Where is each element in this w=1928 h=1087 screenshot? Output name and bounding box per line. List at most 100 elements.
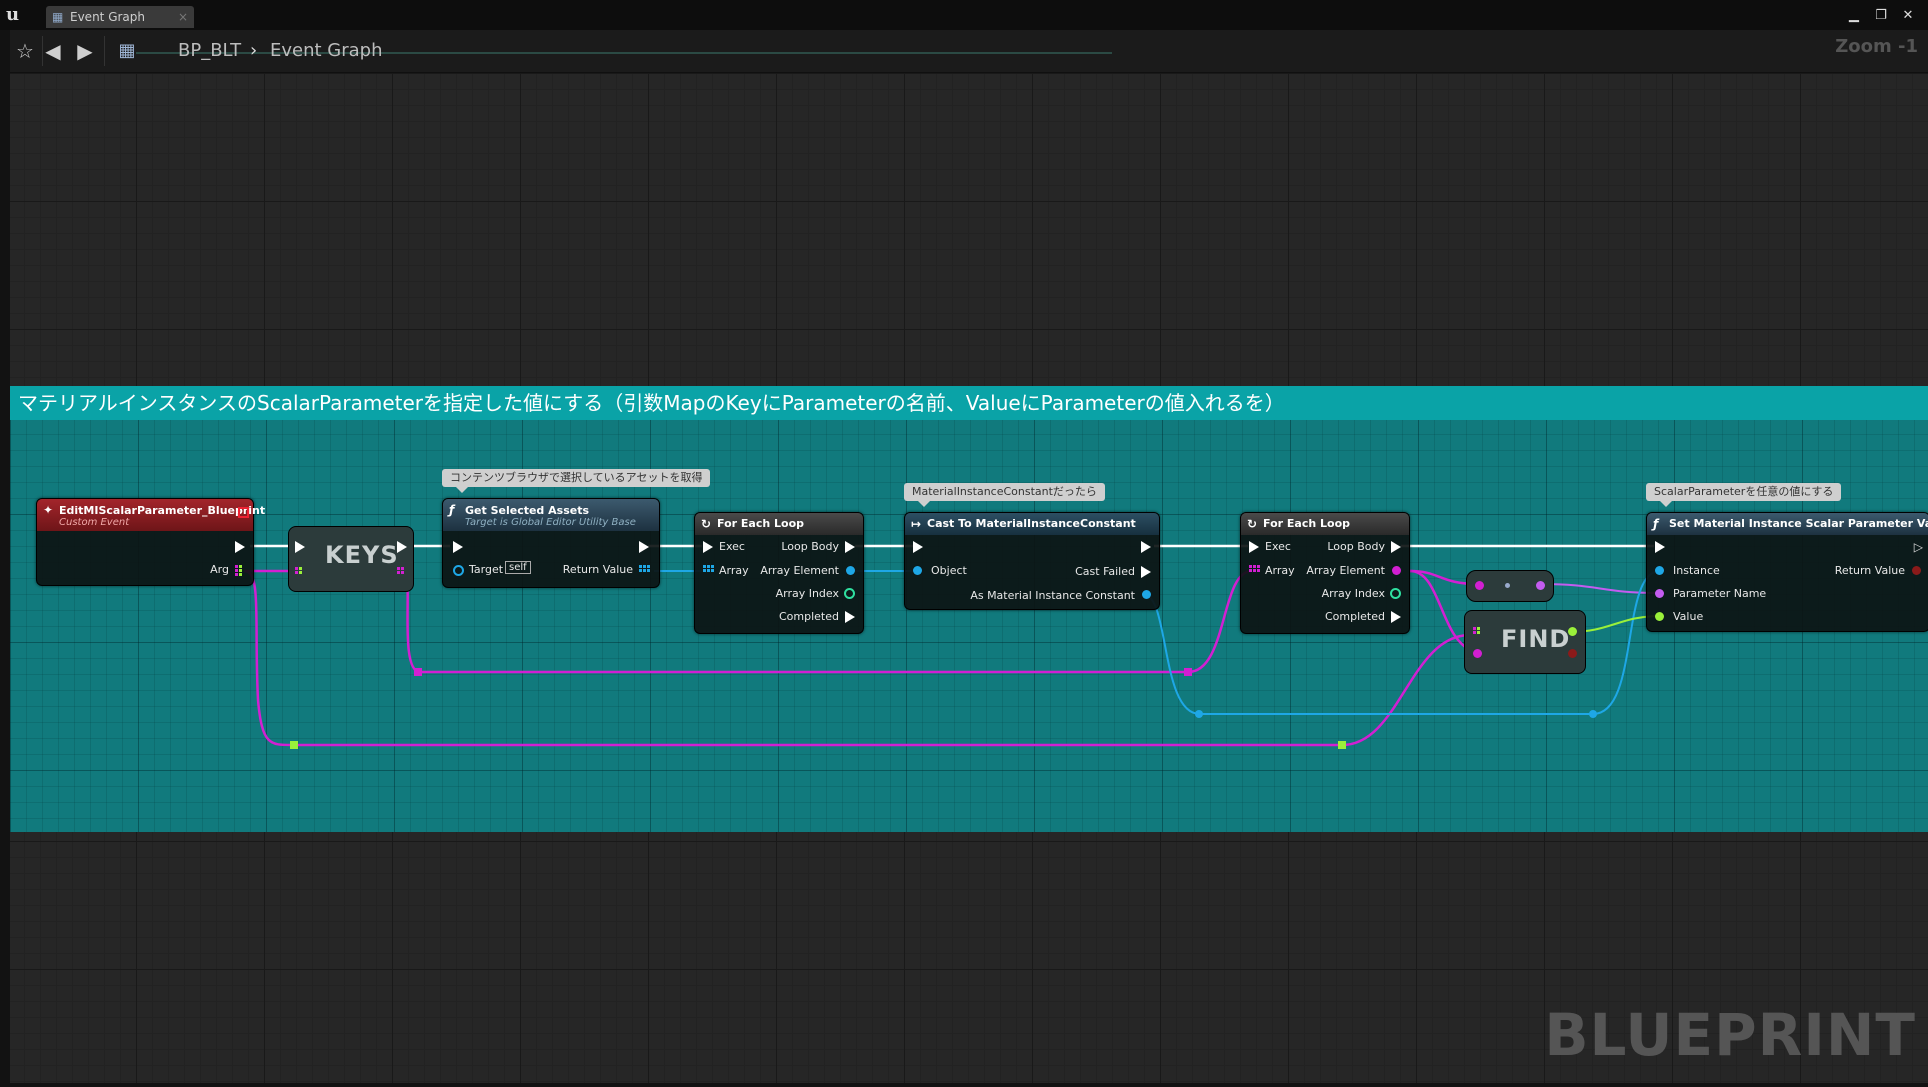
node-comment-bubble[interactable]: MaterialInstanceConstantだったら [904,483,1105,507]
bool-output-pin[interactable] [1568,649,1577,658]
forward-arrow-icon[interactable]: ▶ [77,39,93,63]
reroute-node[interactable] [1338,741,1346,749]
set-scalar-parameter-node[interactable]: ƒ Set Material Instance Scalar Parameter… [1646,512,1928,632]
function-icon: ƒ [449,503,455,517]
loop-icon: ↻ [701,517,712,531]
exec-in-pin[interactable] [1249,541,1259,553]
breadcrumb-separator-icon: › [250,40,258,61]
cast-failed-exec-pin[interactable] [1141,566,1151,578]
event-icon: ✦ [43,503,54,517]
return-value-pin[interactable] [1912,566,1921,575]
title-bar: u ▦ Event Graph × ▁ ❐ ✕ [0,0,1928,30]
map-pin-icon[interactable] [1473,627,1483,637]
parameter-name-pin[interactable] [1655,589,1664,598]
map-pin-icon[interactable] [235,565,245,576]
close-button[interactable]: ✕ [1902,8,1914,23]
pin-label-array: Array [1265,564,1295,577]
node-title: For Each Loop [1263,517,1350,530]
back-arrow-icon[interactable]: ◀ [45,39,61,63]
keys-node[interactable]: KEYS [288,526,414,592]
target-pin[interactable] [453,565,464,576]
favorite-star-icon[interactable]: ☆ [16,39,34,63]
exec-out-pin[interactable] [397,541,407,553]
value-pin[interactable] [1655,612,1664,621]
map-pin-icon[interactable] [295,567,305,577]
breadcrumb-graph[interactable]: Event Graph [270,40,383,61]
exec-out-pin[interactable] [235,541,245,553]
node-title: For Each Loop [717,517,804,530]
minimize-button[interactable]: ▁ [1848,8,1859,23]
zoom-level: Zoom -1 [1835,36,1918,57]
array-pin-icon[interactable] [397,567,407,577]
value-output-pin[interactable] [1568,627,1577,636]
find-label: FIND [1501,625,1571,653]
completed-exec-pin[interactable] [1391,611,1401,623]
exec-in-pin[interactable] [295,541,305,553]
close-tab-icon[interactable]: × [177,10,188,24]
cast-node[interactable]: ↦ Cast To MaterialInstanceConstant Objec… [904,512,1160,610]
conversion-output-pin[interactable] [1536,581,1545,590]
reroute-node[interactable] [1184,668,1192,676]
pin-label-array-element: Array Element [1306,564,1385,577]
node-header: ƒ Get Selected Assets Target is Global E… [443,499,659,531]
tab-event-graph[interactable]: ▦ Event Graph × [46,6,194,28]
array-element-pin[interactable] [1392,566,1401,575]
comment-header[interactable]: マテリアルインスタンスのScalarParameterを指定した値にする（引数M… [10,386,1928,420]
exec-out-pin[interactable] [1391,541,1401,553]
pin-label-instance: Instance [1673,564,1720,577]
node-header: ✦ EditMIScalarParameter_Blueprint Custom… [37,499,265,531]
pin-label-array-index: Array Index [1321,587,1385,600]
pin-label-cast-failed: Cast Failed [1075,565,1135,578]
custom-event-node[interactable]: ✦ EditMIScalarParameter_Blueprint Custom… [36,498,265,586]
completed-exec-pin[interactable] [845,611,855,623]
reroute-node[interactable] [414,668,422,676]
node-comment-bubble[interactable]: コンテンツブラウザで選択しているアセットを取得 [442,469,711,493]
find-node[interactable]: FIND [1464,610,1586,674]
exec-in-pin[interactable] [1655,541,1665,553]
breadcrumb-blueprint[interactable]: BP_BLT [178,40,242,61]
as-instance-pin[interactable] [1142,590,1151,599]
exec-in-pin[interactable] [913,541,923,553]
node-header: ƒ Set Material Instance Scalar Parameter… [1647,513,1928,535]
array-pin-icon[interactable] [1249,565,1260,575]
pin-label-target: Target [469,563,504,576]
pin-label-exec: Exec [1265,540,1291,553]
delegate-pin-icon[interactable] [238,507,249,518]
node-header: ↻ For Each Loop [1241,513,1409,535]
reroute-node[interactable] [290,741,298,749]
array-pin-icon[interactable] [639,565,650,575]
left-frame-edge [0,30,10,1087]
pin-label-as-instance: As Material Instance Constant [970,589,1135,602]
pin-label-loop-body: Loop Body [1327,540,1385,553]
pin-label-array-element: Array Element [760,564,839,577]
key-input-pin[interactable] [1473,649,1482,658]
exec-out-pin[interactable] [639,541,649,553]
reroute-node[interactable] [1589,710,1597,718]
array-pin-icon[interactable] [703,565,714,575]
array-index-pin[interactable] [1390,588,1401,599]
exec-out-pin[interactable] [1141,541,1151,553]
exec-out-pin[interactable] [845,541,855,553]
get-selected-assets-node[interactable]: ƒ Get Selected Assets Target is Global E… [442,498,660,588]
tab-label: Event Graph [70,10,145,24]
exec-in-pin[interactable] [453,541,463,553]
conversion-node[interactable] [1466,570,1554,602]
exec-in-pin[interactable] [703,541,713,553]
restore-button[interactable]: ❐ [1875,8,1887,23]
array-element-pin[interactable] [846,566,855,575]
pin-label-completed: Completed [1325,610,1385,623]
conversion-input-pin[interactable] [1475,581,1484,590]
exec-out-hollow-icon: ▷ [1913,540,1923,554]
for-each-loop-node[interactable]: ↻ For Each Loop Exec Loop Body Array Arr… [1240,512,1410,634]
object-pin[interactable] [913,566,922,575]
graph-toolbar: ☆ ◀ ▶ ▦ BP_BLT › Event Graph Zoom -1 [10,30,1928,73]
blueprint-graph-icon: ▦ [118,40,136,61]
pin-label-parameter-name: Parameter Name [1673,587,1767,600]
reroute-node[interactable] [1195,710,1203,718]
node-title: Set Material Instance Scalar Parameter V… [1669,517,1928,530]
node-comment-bubble[interactable]: ScalarParameterを任意の値にする [1646,483,1842,507]
target-self-field[interactable]: self [505,561,531,574]
array-index-pin[interactable] [844,588,855,599]
instance-pin[interactable] [1655,566,1664,575]
for-each-loop-node[interactable]: ↻ For Each Loop Exec Loop Body Array Arr… [694,512,864,634]
